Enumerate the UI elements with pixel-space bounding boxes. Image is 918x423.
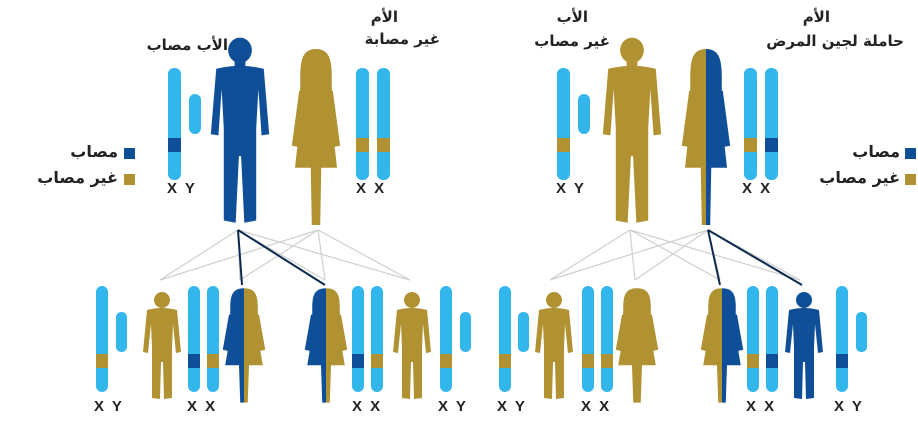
left-child3-xx: X X — [352, 398, 382, 415]
legend-unaffected-label-left: غير مصاب — [37, 168, 118, 187]
left-child2-xx: X X — [187, 398, 217, 415]
right-mother-chromosomes — [744, 68, 778, 180]
right-father-status: غير مصاب — [534, 32, 610, 50]
right-child4-xy: X Y — [834, 398, 864, 415]
left-father-xy: X Y — [167, 180, 197, 197]
legend-affected-label-left: مصاب — [70, 142, 118, 161]
right-child3-figure — [701, 288, 744, 402]
affected-lines — [238, 230, 802, 285]
left-mother-xx: X X — [356, 180, 386, 197]
left-father-title: الأب — [197, 36, 228, 54]
legend-unaffected-label-right: غير مصاب — [819, 168, 900, 187]
right-mother-xx: X X — [742, 180, 772, 197]
left-child3-figure — [305, 288, 348, 402]
left-child1-chromosomes — [96, 286, 127, 392]
connection-lines — [160, 230, 800, 280]
legend-affected-label-right: مصاب — [852, 142, 900, 161]
legend-unaffected-swatch-right — [905, 174, 916, 185]
right-child4-figure — [785, 292, 823, 399]
right-child3-xx: X X — [746, 398, 776, 415]
left-mother-figure — [292, 49, 340, 225]
right-mother-figure — [682, 49, 730, 225]
left-child4-chromosomes — [440, 286, 471, 392]
left-father-status: مصاب — [147, 36, 192, 54]
left-mother-title: الأم — [371, 8, 398, 26]
right-mother-title: الأم — [803, 8, 830, 26]
left-child4-xy: X Y — [438, 398, 468, 415]
right-child2-xx: X X — [581, 398, 611, 415]
left-father-chromosomes — [168, 68, 201, 180]
left-child3-chromosomes — [352, 286, 383, 392]
left-child2-figure — [223, 288, 266, 402]
right-father-figure — [603, 38, 661, 223]
right-child1-figure — [535, 292, 573, 399]
right-child1-chromosomes — [499, 286, 529, 392]
left-child4-figure — [393, 292, 431, 399]
right-child4-chromosomes — [836, 286, 867, 392]
legend-affected-swatch-left — [124, 148, 135, 159]
left-father-figure — [211, 38, 269, 223]
left-mother-chromosomes — [356, 68, 390, 180]
left-father-label: الأب مصاب — [147, 36, 228, 54]
right-father-xy: X Y — [556, 180, 586, 197]
right-child1-xy: X Y — [497, 398, 527, 415]
left-child1-figure — [143, 292, 181, 399]
legend-affected-swatch-right — [905, 148, 916, 159]
left-mother-status: غير مصابة — [365, 30, 440, 48]
legend-unaffected-swatch-left — [124, 174, 135, 185]
right-child3-chromosomes — [747, 286, 778, 392]
right-child2-chromosomes — [582, 286, 613, 392]
left-child2-chromosomes — [188, 286, 219, 392]
right-father-chromosomes — [557, 68, 590, 180]
left-child1-xy: X Y — [94, 398, 124, 415]
right-child2-figure — [616, 288, 659, 402]
right-mother-status: حاملة لجين المرض — [766, 32, 904, 50]
right-father-title: الأب — [557, 8, 588, 26]
